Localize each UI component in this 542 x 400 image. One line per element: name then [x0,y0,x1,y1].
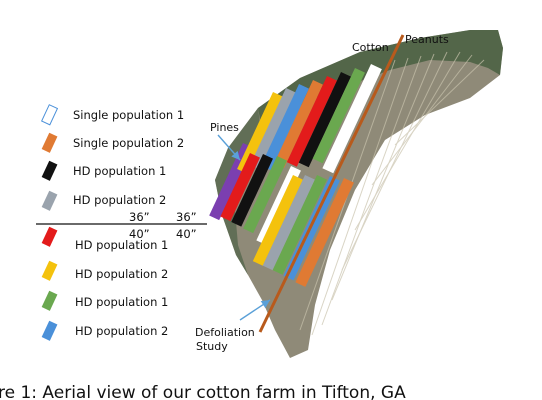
legend-label: HD population 1 [73,164,166,178]
legend-swatch-single-population-1 [41,104,59,126]
plot-strip-gray [250,88,296,170]
plot-strip-white [322,64,382,174]
plot-strip-green [312,68,365,164]
tree-line [258,30,503,130]
cotton-label: Cotton [352,41,389,54]
plot-strip-black [298,72,351,168]
plot-strip-black [231,154,273,227]
legend-label: HD population 2 [73,193,166,207]
pines-arrow [217,134,241,161]
row-spacing-label: 40” [129,227,150,241]
upper-plot-strips [209,64,382,221]
plot-strip-green [243,156,287,234]
defoliation-arrow [239,299,271,321]
row-spacing-label: 36” [176,210,197,224]
aerial-map: Pines Cotton Peanuts Defoliation Study [195,30,503,358]
plot-strip-red [286,76,337,167]
row-spacing-label: 36” [129,210,150,224]
legend-swatch-hd-population-2-blue [41,320,58,341]
legend-swatch-hd-population-1-red [41,226,58,247]
plot-strip-orange [274,80,323,169]
cotton-peanuts-boundary [258,34,405,333]
figure-caption: re 1: Aerial view of our cotton farm in … [0,383,406,400]
plot-strip-gray [262,175,315,271]
legend-label: Single population 1 [73,108,184,122]
legend-label: HD population 2 [75,324,168,338]
legend-label: HD population 1 [75,238,168,252]
legend-swatch-single-population-2 [41,132,58,153]
row-spacing-label: 40” [176,227,197,241]
plowed-rows [299,51,485,336]
legend-swatch-hd-population-2-gray [41,190,58,211]
plot-strip-orange [295,178,354,287]
peanuts-label: Peanuts [405,33,449,46]
plot-strip-green [272,175,327,275]
plot-strip-yellow [252,175,303,266]
plot-strip-yellow [237,92,283,174]
plot-strip-blue [260,84,309,171]
pines-label: Pines [210,121,239,134]
legend-label: Single population 2 [73,136,184,150]
legend-label: HD population 2 [75,267,168,281]
legend: Single population 1 Single population 2 … [36,104,207,341]
lower-plot-strips [220,153,354,287]
defoliation-label: Defoliation [195,326,255,339]
study-label: Study [196,340,228,353]
legend-swatch-hd-population-1-black [41,160,58,181]
legend-swatch-hd-population-2-yellow [41,260,58,281]
legend-label: HD population 1 [75,295,168,309]
plot-strip-red [220,153,260,222]
legend-swatch-hd-population-1-green [41,290,58,311]
